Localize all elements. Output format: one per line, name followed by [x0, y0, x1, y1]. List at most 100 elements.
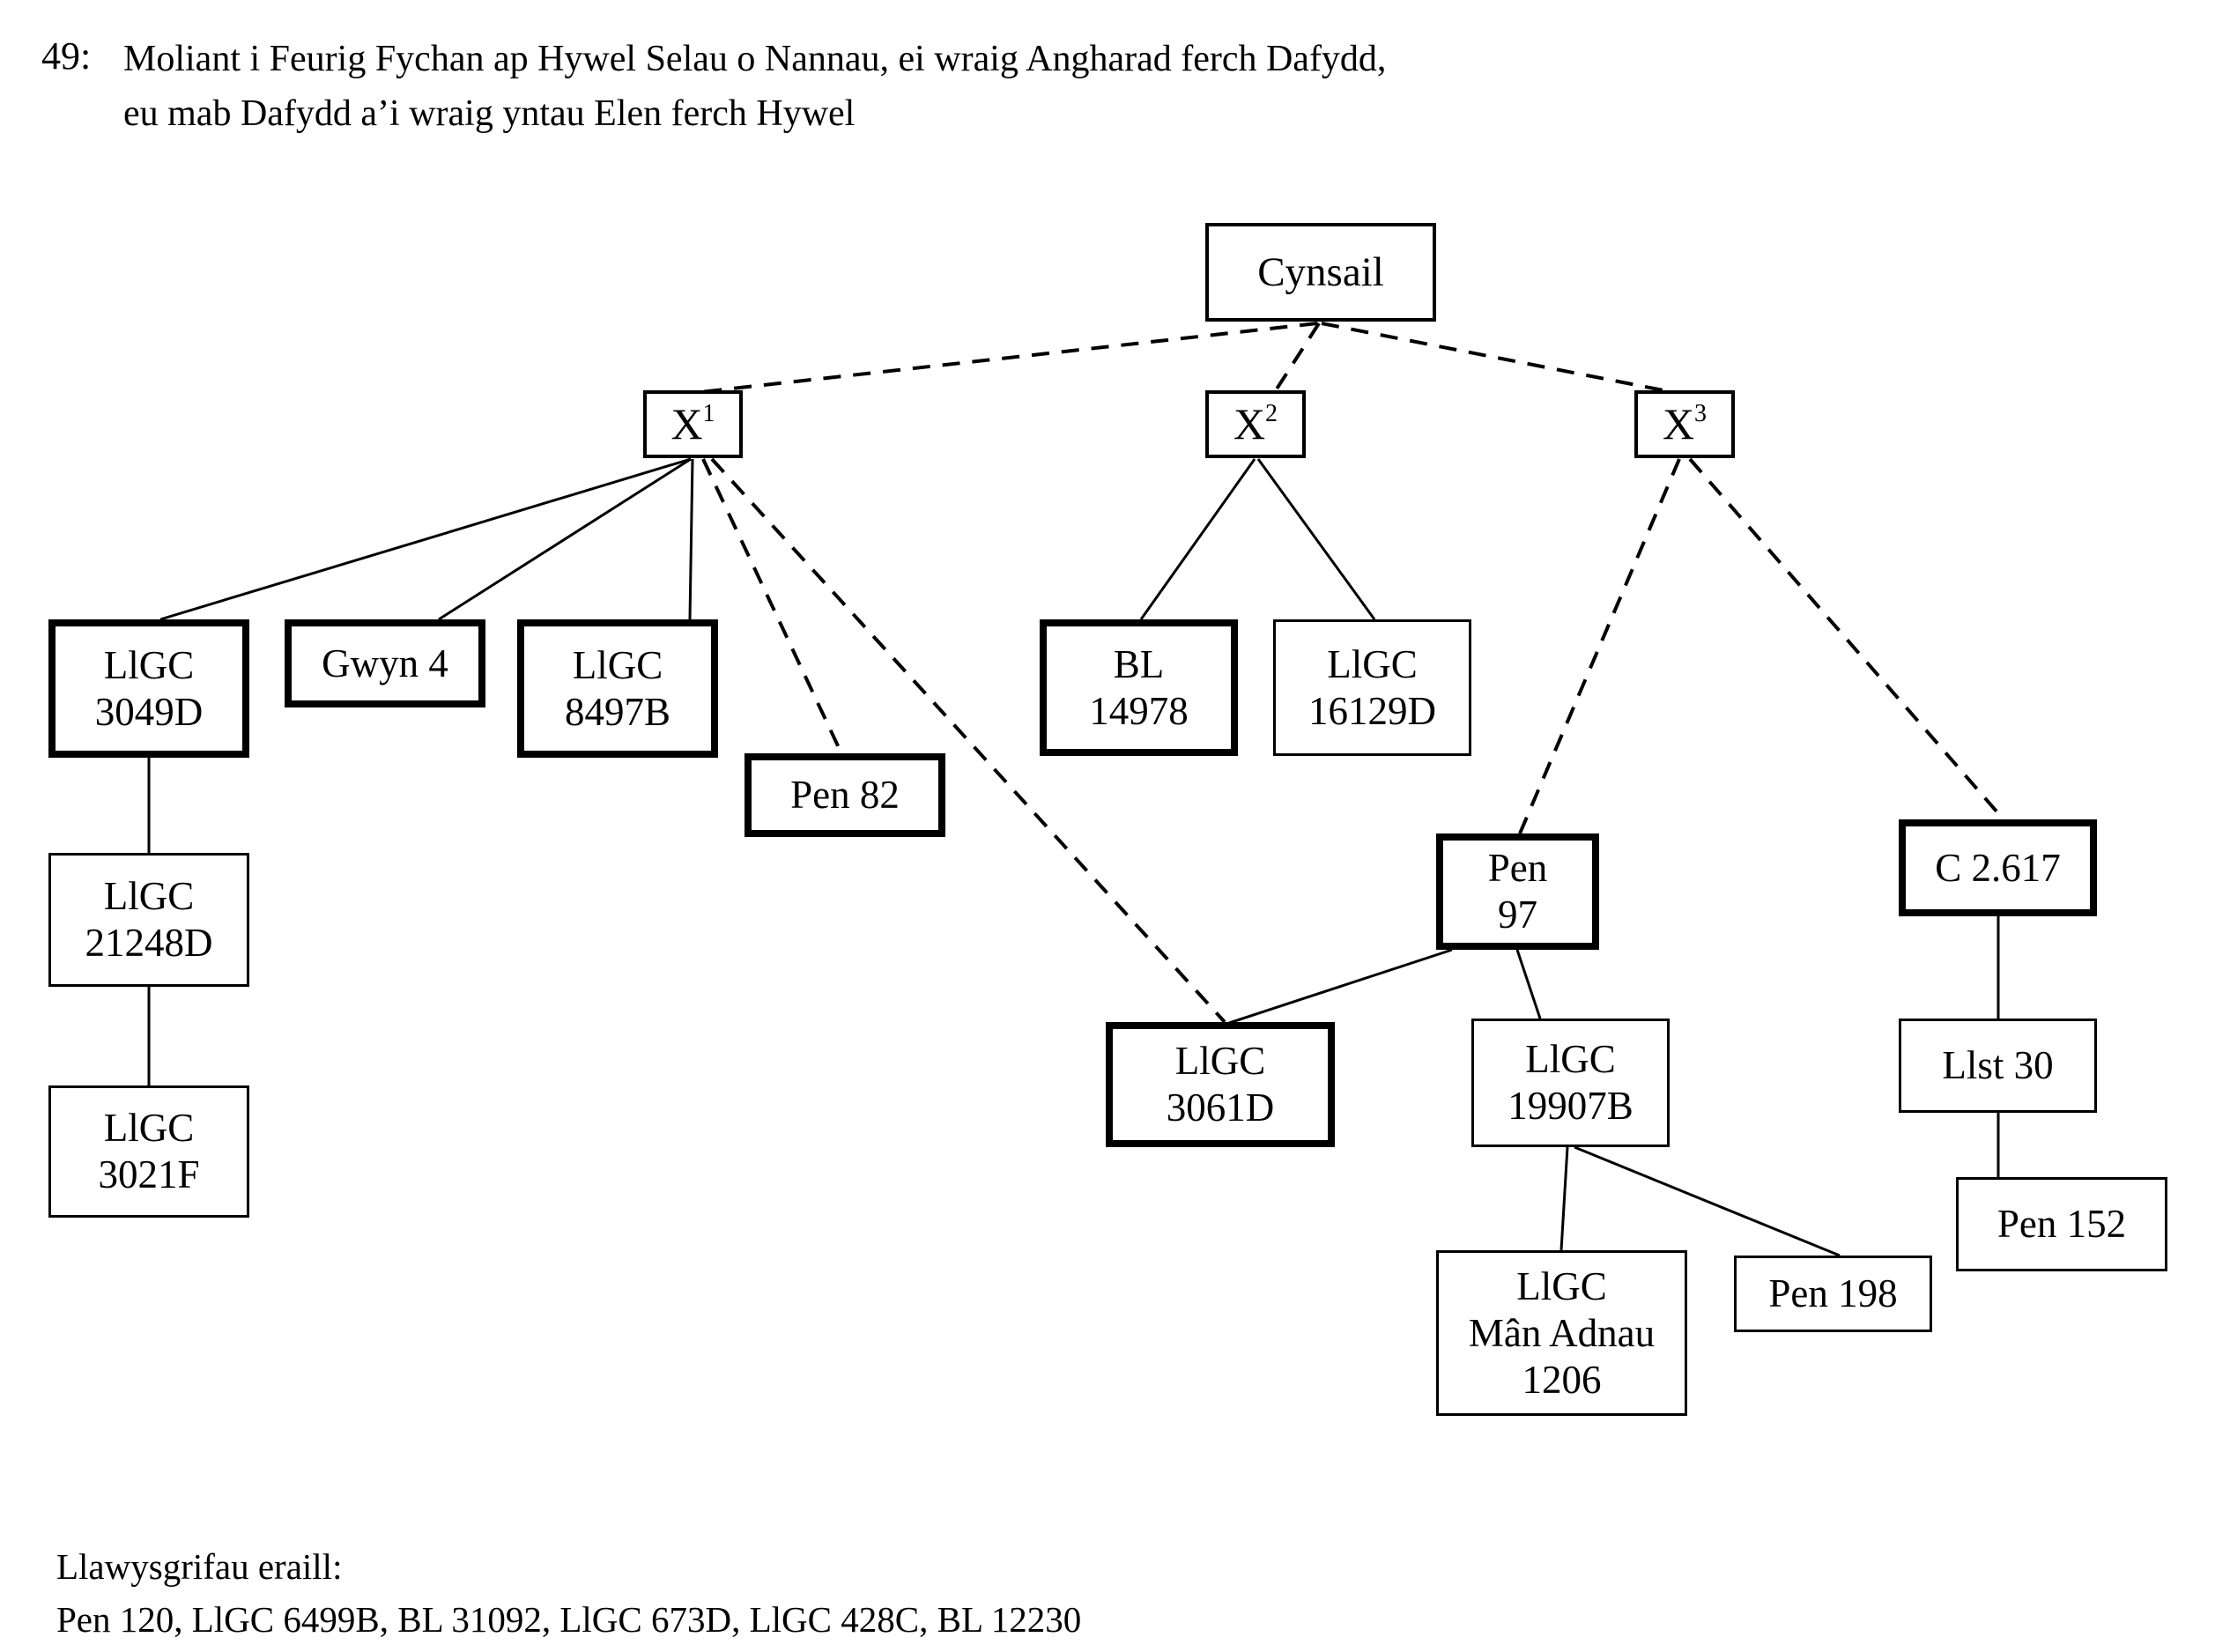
- edge-x1-llgc-8497b: [688, 458, 694, 620]
- stemma-node-label-text: LlGC: [1327, 641, 1418, 686]
- stemma-node-label: LlGC: [104, 642, 195, 689]
- other-manuscripts: Llawysgrifau eraill: Pen 120, LlGC 6499B…: [56, 1540, 1081, 1646]
- edge-x1-llgc-3049d: [159, 457, 692, 621]
- stemma-node-label: Pen: [1488, 845, 1548, 892]
- stemma-node-label: LlGC: [104, 873, 195, 920]
- stemma-node-label: Pen 152: [1997, 1201, 2126, 1248]
- stemma-node-label: LlGC: [573, 642, 663, 689]
- stemma-node-label-text: 21248D: [85, 921, 213, 965]
- stemma-node-label-text: Pen 152: [1996, 1202, 2127, 1246]
- edge-llgc-19907b-pen-198: [1574, 1145, 1841, 1257]
- stemma-node-x3: X3: [1634, 390, 1735, 458]
- poem-title-line-1: Moliant i Feurig Fychan ap Hywel Selau o…: [123, 39, 1387, 79]
- stemma-node-label-text: Pen 82: [790, 773, 900, 817]
- stemma-node-cynsail: Cynsail: [1205, 223, 1436, 322]
- edge-cynsail-x3: [1321, 322, 1673, 394]
- stemma-node-label: 1206: [1522, 1357, 1602, 1404]
- stemma-node-label: 14978: [1089, 688, 1189, 735]
- edge-x1-llgc-3061d: [710, 457, 1226, 1024]
- stemma-node-label-text: X: [670, 399, 703, 448]
- other-manuscripts-list: Pen 120, LlGC 6499B, BL 31092, LlGC 673D…: [56, 1599, 1082, 1640]
- stemma-node-label-text: Gwyn 4: [322, 641, 448, 685]
- stemma-node-label-text: LlGC: [572, 642, 663, 687]
- stemma-node-label: Mân Adnau: [1469, 1310, 1655, 1357]
- edge-pen-97-llgc-19907b: [1515, 949, 1542, 1019]
- stemma-node-label: X1: [670, 401, 715, 448]
- stemma-node-pen-198: Pen 198: [1734, 1256, 1932, 1332]
- stemma-node-label: BL: [1114, 641, 1165, 688]
- stemma-node-label: 19907B: [1508, 1083, 1633, 1130]
- stemma-node-x1: X1: [643, 390, 743, 458]
- stemma-node-label-text: LlGC: [103, 1106, 195, 1150]
- edge-llgc-19907b-llgc-man-adnau-1206: [1559, 1146, 1569, 1251]
- stemma-node-label: LlGC: [104, 1105, 195, 1152]
- stemma-node-label-text: 97: [1498, 893, 1537, 937]
- stemma-node-label-text: 8497B: [564, 689, 670, 734]
- stemma-node-label-text: LlGC: [103, 642, 195, 687]
- stemma-node-label: 21248D: [85, 920, 213, 967]
- stemma-node-pen-82: Pen 82: [745, 753, 945, 837]
- stemma-node-label: X2: [1233, 401, 1278, 448]
- stemma-node-label: 3021F: [98, 1152, 199, 1198]
- stemma-node-label: X3: [1663, 401, 1707, 448]
- stemma-node-label-text: C 2.617: [1935, 845, 2061, 890]
- edge-x1-pen-82: [701, 458, 843, 754]
- stemma-node-label: LlGC: [1516, 1263, 1607, 1310]
- stemma-node-label: LlGC: [1525, 1036, 1616, 1083]
- stemma-node-pen-152: Pen 152: [1956, 1177, 2167, 1271]
- edge-x2-llgc-16129d: [1256, 458, 1376, 620]
- stemma-node-superscript: 1: [702, 400, 715, 427]
- stemma-node-label-text: 16129D: [1308, 688, 1436, 733]
- edge-cynsail-x1: [700, 322, 1318, 394]
- stemma-node-label-text: 19907B: [1508, 1084, 1633, 1128]
- stemma-node-label: 16129D: [1308, 688, 1436, 735]
- stemma-node-label-text: Pen: [1487, 846, 1548, 890]
- stemma-node-label-text: BL: [1113, 641, 1165, 686]
- stemma-node-label: Pen 198: [1768, 1270, 1897, 1317]
- stemma-node-superscript: 3: [1694, 400, 1708, 427]
- stemma-node-label: Llst 30: [1942, 1042, 2053, 1089]
- stemma-node-label: LlGC: [1327, 641, 1418, 688]
- stemma-node-label: LlGC: [1175, 1038, 1266, 1085]
- edge-x1-gwyn-4: [438, 457, 692, 621]
- edge-pen-97-llgc-3061d: [1226, 948, 1453, 1026]
- stemma-node-label: Gwyn 4: [322, 641, 448, 687]
- stemma-node-label-text: LlGC: [103, 874, 195, 918]
- stemma-node-label-text: 14978: [1089, 688, 1189, 733]
- stemma-node-label-text: Cynsail: [1257, 248, 1384, 295]
- stemma-node-label-text: LlGC: [1174, 1039, 1266, 1083]
- stemma-node-label: 3049D: [95, 689, 204, 736]
- stemma-node-label-text: X: [1662, 399, 1695, 448]
- stemma-node-label-text: Pen 198: [1768, 1271, 1898, 1315]
- stemma-node-label: Cynsail: [1257, 249, 1384, 296]
- stemma-node-label: 97: [1498, 892, 1537, 938]
- stemma-node-label-text: 3049D: [94, 689, 204, 734]
- edge-x2-bl-14978: [1139, 458, 1256, 620]
- stemma-node-label-text: Llst 30: [1942, 1043, 2054, 1087]
- stemma-node-llst-30: Llst 30: [1899, 1019, 2097, 1113]
- stemma-node-label-text: 3061D: [1166, 1085, 1275, 1130]
- poem-number: 49:: [41, 34, 92, 78]
- stemma-node-label-text: LlGC: [1525, 1037, 1616, 1081]
- other-manuscripts-heading: Llawysgrifau eraill:: [56, 1546, 343, 1587]
- stemma-node-label: 8497B: [565, 689, 670, 736]
- poem-title-line-2: eu mab Dafydd a’i wraig yntau Elen ferch…: [123, 93, 856, 134]
- stemma-node-label-text: 1206: [1522, 1357, 1602, 1402]
- stemma-node-x2: X2: [1205, 390, 1306, 458]
- edge-cynsail-x2: [1274, 322, 1321, 392]
- stemma-node-label-text: LlGC: [1516, 1263, 1607, 1308]
- edge-x3-pen-97: [1518, 458, 1681, 834]
- stemma-node-label-text: Mân Adnau: [1468, 1310, 1656, 1355]
